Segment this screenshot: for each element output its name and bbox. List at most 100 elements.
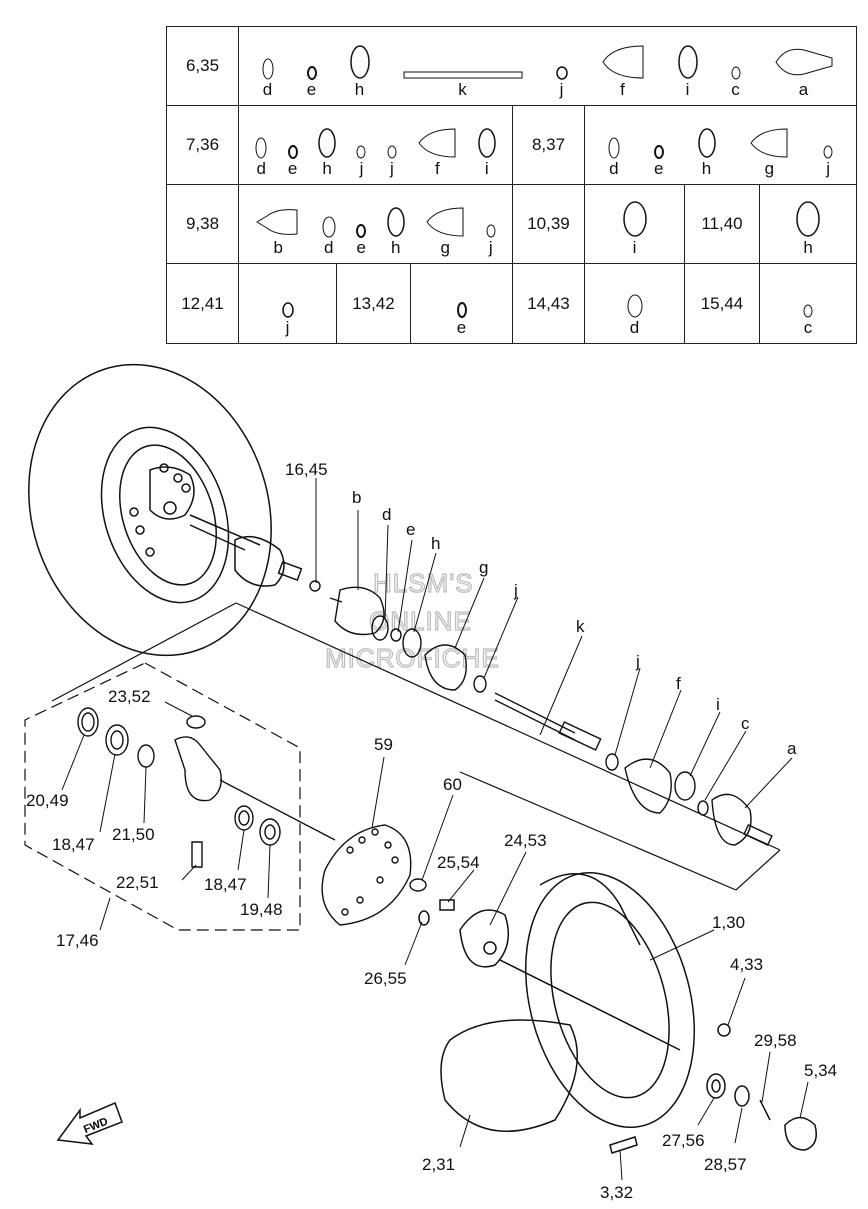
leader-lines [61,478,809,1181]
callout-18-47-a: 18,47 [52,835,95,854]
callout-27-56: 27,56 [662,1131,705,1150]
part-ring: d [255,137,267,177]
callout-1-30: 1,30 [712,913,745,932]
part-boot: f [601,44,645,98]
callout-e: e [406,520,415,539]
part-clip: c [803,304,813,336]
part-clip: c [731,66,741,98]
callout-28-57: 28,57 [704,1155,747,1174]
part-shaft: k [403,70,523,98]
part-clip: j [486,224,496,256]
part-clip: j [356,145,366,177]
callout-a: a [787,739,797,758]
axle-exploded-lines [51,602,781,891]
part-band: h [796,200,820,256]
callout-k: k [576,617,585,636]
kit-parts-cell: e [410,263,513,344]
part-clip: j [281,301,294,336]
table-row: 7,36 d e h j j f i 8,37 d e h g j [166,105,858,185]
callout-j-2: j [635,652,640,671]
callout-18-47-b: 18,47 [204,875,247,894]
kit-parts-cell: d [584,263,685,344]
part-clip: e [306,66,317,98]
right-wheel-assembly [418,871,817,1154]
callout-19-48: 19,48 [240,900,283,919]
kit-parts-cell: b d e h g j [238,184,513,264]
kit-label: 11,40 [684,184,760,264]
callout-labels: 16,45 b d e h g j k j f i c a 23,52 20,4… [26,460,837,1202]
part-clip: e [356,224,367,256]
callout-j-1: j [513,581,518,600]
part-ring: d [322,216,336,256]
callout-b: b [352,488,361,507]
kit-label: 6,35 [166,26,239,106]
callout-29-58: 29,58 [754,1031,797,1050]
kit-parts-cell: i [584,184,685,264]
kit-parts-cell: j [238,263,337,344]
callout-17-46: 17,46 [56,931,99,950]
kit-parts-cell: h [758,184,858,264]
part-ring: d [262,58,274,98]
part-band: i [622,200,647,256]
part-band: i [677,44,698,98]
part-clip: e [287,145,298,177]
watermark-line-1: HLSM'S [373,568,474,598]
brake-disc [321,824,427,926]
callout-4-33: 4,33 [730,955,763,974]
callout-5-34: 5,34 [804,1061,837,1080]
kit-parts-cell: d e h g j [583,105,858,185]
kit-parts-cell: d e h j j f i [238,105,513,185]
kit-label: 12,41 [166,263,239,344]
kit-label: 7,36 [166,105,239,185]
callout-16-45: 16,45 [285,460,328,479]
kit-label: 9,38 [166,184,239,264]
callout-h: h [431,534,440,553]
kit-label: 14,43 [512,263,585,344]
callout-26-55: 26,55 [364,969,407,988]
kit-parts-cell: c [758,263,858,344]
callout-i: i [716,695,720,714]
callout-59: 59 [374,735,393,754]
callout-d: d [382,505,391,524]
left-wheel-assembly [28,363,303,657]
part-clip: j [387,145,397,177]
watermark-line-3: MICROFICHE [325,643,500,673]
callout-20-49: 20,49 [26,791,69,810]
part-joint: a [774,44,834,98]
part-clip: e [653,145,664,177]
part-ring: d [627,294,643,336]
knuckle-group-box [24,662,301,931]
callout-2-31: 2,31 [422,1155,455,1174]
callout-23-52: 23,52 [108,687,151,706]
callout-c: c [741,714,750,733]
callout-21-50: 21,50 [112,825,155,844]
watermark: HLSM'S ONLINE MICROFICHE [324,567,500,673]
part-joint: b [255,206,301,256]
kit-label: 15,44 [684,263,760,344]
part-boot: g [749,127,789,177]
part-ring: d [608,137,620,177]
part-clip: j [823,145,833,177]
fwd-arrow: FWD [56,1101,123,1145]
part-clip: j [555,66,568,98]
part-band: h [697,127,716,177]
callout-24-53: 24,53 [504,831,547,850]
callout-25-54: 25,54 [437,853,480,872]
callout-3-32: 3,32 [600,1183,633,1202]
table-row: 12,41 j 13,42 e 14,43 d 15,44 c [166,263,858,344]
callout-f: f [676,674,681,693]
part-band: i [477,127,496,177]
part-band: h [349,44,370,98]
part-boot: f [417,127,457,177]
axle-parts [309,580,773,846]
knuckle-parts [77,707,336,868]
table-row: 9,38 b d e h g j 10,39 i 11,40 h [166,184,858,264]
kit-label: 10,39 [512,184,585,264]
part-band: h [318,127,336,177]
callout-22-51: 22,51 [116,873,159,892]
kit-label: 8,37 [512,105,585,185]
callout-g: g [479,558,488,577]
kit-parts-cell: d e h k j f i c a [237,26,858,106]
table-row: 6,35 d e h k j f i c a [166,26,858,106]
